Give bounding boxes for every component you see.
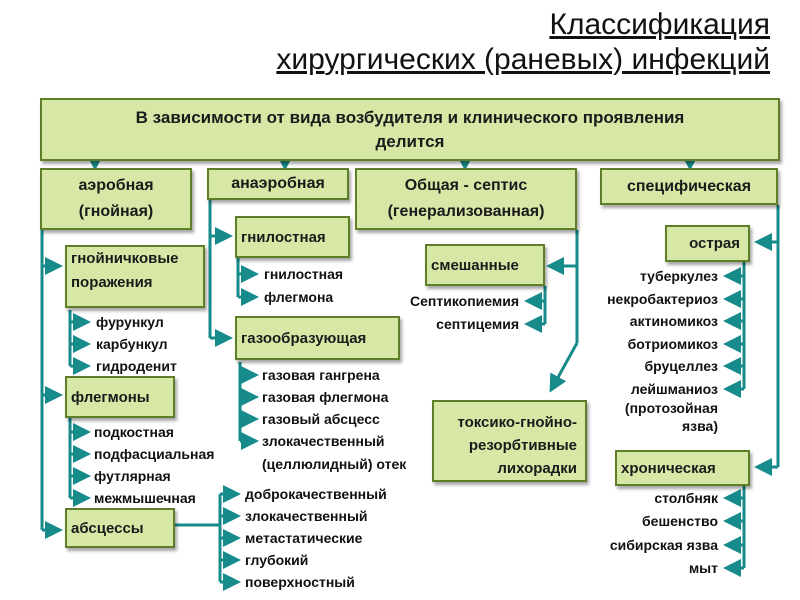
anaerobic-label: анаэробная — [231, 175, 325, 192]
putrefactive-item: флегмона — [264, 289, 334, 305]
root-line-1: В зависимости от вида возбудителя и клин… — [135, 107, 685, 127]
category-sepsis: Общая - септис (генерализованная) — [355, 168, 577, 230]
category-anaerobic: анаэробная — [207, 168, 349, 200]
acute-item: некробактериоз — [607, 291, 718, 307]
mixed-label: смешанные — [431, 256, 519, 274]
phlegmons-label: флегмоны — [71, 388, 150, 406]
acute-item: бруцеллез — [644, 358, 718, 374]
phlegmons-item: подфасциальная — [94, 446, 215, 462]
phlegmons-item: футлярная — [94, 468, 171, 484]
acute-item: туберкулез — [639, 268, 718, 284]
abscesses-box: абсцессы — [65, 508, 175, 548]
phlegmons-box: флегмоны — [65, 376, 175, 418]
category-aerobic: аэробная (гнойная) — [40, 168, 192, 230]
abscess-item: доброкачественный — [245, 486, 387, 502]
pustular-line-1: гнойничковые — [71, 250, 179, 267]
pustular-box: гнойничковые поражения — [65, 245, 205, 308]
phlegmons-item: межмышечная — [94, 490, 196, 506]
acute-item: язва) — [682, 418, 718, 434]
title-line-2: хирургических (раневых) инфекций — [276, 42, 770, 76]
pustular-item: фурункул — [96, 314, 164, 330]
pustular-item: карбункул — [96, 336, 168, 352]
toxic-line-1: токсико-гнойно- — [457, 414, 577, 431]
toxic-line-3: лихорадки — [497, 460, 577, 477]
gas-forming-box: газообразующая — [235, 316, 400, 360]
abscess-item: глубокий — [245, 552, 309, 568]
chronic-box: хроническая — [615, 450, 750, 486]
gas-forming-item: газовый абсцесс — [262, 411, 380, 427]
acute-item: лейшманиоз — [630, 381, 718, 397]
chronic-item: сибирская язва — [609, 537, 718, 553]
aerobic-line-1: аэробная — [78, 177, 154, 194]
chronic-item: мыт — [688, 560, 718, 576]
gas-forming-item: газовая гангрена — [262, 367, 380, 383]
mixed-item: Септикопиемия — [410, 293, 519, 309]
page-title: Классификация хирургических (раневых) ин… — [276, 8, 770, 77]
chronic-item: столбняк — [654, 490, 718, 506]
pustular-item: гидроденит — [96, 358, 177, 374]
aerobic-line-2: (гнойная) — [78, 203, 154, 220]
toxic-box: токсико-гнойно- резорбтивные лихорадки — [432, 400, 587, 482]
gas-forming-item: газовая флегмона — [262, 389, 389, 405]
putrefactive-label: гнилостная — [241, 228, 326, 246]
pustular-line-2: поражения — [71, 274, 153, 291]
abscess-item: поверхностный — [245, 574, 355, 590]
gas-forming-label: газообразующая — [241, 329, 367, 347]
abscess-item: метастатические — [245, 530, 363, 546]
chronic-label: хроническая — [621, 459, 716, 477]
root-line-2: делится — [375, 131, 445, 151]
putrefactive-item: гнилостная — [264, 266, 344, 282]
acute-item: (протозойная — [624, 400, 718, 416]
root-box: В зависимости от вида возбудителя и клин… — [40, 98, 780, 161]
acute-label: острая — [689, 235, 740, 252]
category-specific: специфическая — [600, 168, 778, 205]
specific-label: специфическая — [626, 177, 752, 195]
abscess-item: злокачественный — [245, 508, 368, 524]
gas-forming-item: (целлюлидный) отек — [262, 456, 407, 472]
acute-item: актиномикоз — [629, 313, 718, 329]
acute-box: острая — [665, 225, 750, 262]
sepsis-line-2: (генерализованная) — [387, 203, 545, 220]
mixed-item: септицемия — [436, 316, 519, 332]
gas-forming-item: злокачественный — [262, 433, 385, 449]
phlegmons-item: подкостная — [94, 424, 174, 440]
mixed-box: смешанные — [425, 244, 545, 286]
putrefactive-box: гнилостная — [235, 216, 350, 258]
abscesses-label: абсцессы — [71, 519, 144, 537]
title-line-1: Классификация — [549, 8, 770, 41]
connector — [549, 342, 579, 393]
sepsis-line-1: Общая - септис — [404, 177, 528, 194]
acute-item: ботриомикоз — [627, 336, 718, 352]
toxic-line-2: резорбтивные — [468, 437, 577, 454]
chronic-item: бешенство — [642, 513, 718, 529]
